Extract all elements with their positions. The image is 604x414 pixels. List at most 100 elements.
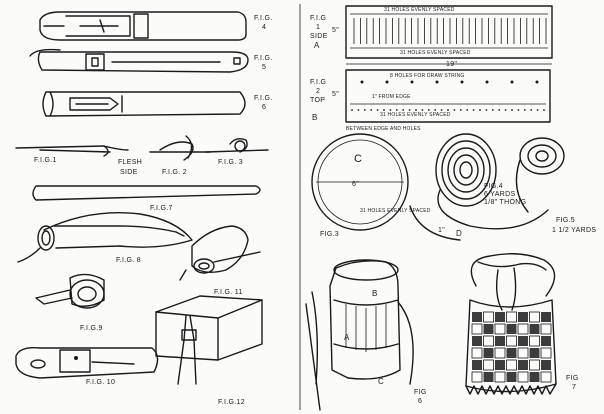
circle-dim-label: 6" (352, 181, 359, 188)
weave-square (506, 311, 517, 323)
lacing-hole (415, 109, 417, 111)
fig5-belt-strap (29, 48, 249, 73)
weave-square (529, 348, 540, 358)
fig6-label: F.I.G. (254, 95, 273, 102)
weave-square (518, 312, 528, 322)
lacing-hole (402, 109, 405, 111)
right-fig1-side: SIDE (310, 33, 328, 40)
fig4-right-label: FIG.4 (484, 183, 503, 190)
fig7-label: F.I.G.7 (150, 205, 173, 212)
weave-square (517, 323, 529, 335)
width-19-label: 19" (446, 61, 457, 68)
right-fig1-dim: 5" (332, 27, 339, 34)
fig1-label: F.I.G.1 (34, 157, 57, 164)
weave-square (529, 335, 540, 347)
weave-square (495, 360, 505, 370)
fig3-strap-end (205, 137, 269, 153)
fig6-right-number: 6 (418, 398, 422, 405)
fig7-leather-strip (32, 185, 261, 201)
drawstring-hole (510, 80, 514, 84)
weave-square (483, 311, 494, 323)
fig5-yards-label: 1 1/2 YARDS (552, 227, 596, 234)
lacing-hole (453, 109, 456, 111)
weave-square (471, 371, 483, 383)
weave-square (540, 347, 552, 359)
flesh-label: FLESH (118, 159, 142, 166)
right-fig1-label: F.I.G (310, 15, 326, 22)
lacing-hole (363, 109, 366, 111)
fig7-right-label: FIG (566, 375, 579, 382)
fig5-label: F.I.G. (254, 55, 273, 62)
lacing-hole (389, 109, 392, 111)
fig8-rolled-leather (17, 212, 193, 263)
weave-square (471, 347, 483, 359)
lacing-hole (543, 109, 545, 111)
fig8-label: F.I.G. 8 (116, 257, 141, 264)
weave-square (494, 371, 506, 383)
fig3-label: F.I.G. 3 (218, 159, 243, 166)
lacing-hole (466, 109, 469, 111)
fig10-label: F.I.G. 10 (86, 379, 115, 386)
fig1-side-panel (345, 5, 553, 59)
fig5-thong-roll (515, 137, 565, 213)
right-fig2-number: 2 (316, 88, 320, 95)
weave-square (483, 372, 494, 382)
weave-square (506, 372, 517, 382)
side-label: SIDE (120, 169, 138, 176)
weave-square (506, 348, 517, 358)
weave-square (529, 324, 540, 334)
fig9-mallet (35, 273, 105, 309)
weave-square (518, 336, 528, 346)
weave-square (529, 372, 540, 382)
drawstring-hole (535, 80, 539, 84)
fig12-box (155, 295, 263, 385)
fig6-a-label: A (344, 333, 350, 342)
lacing-hole (427, 109, 430, 111)
fig4-label: F.I.G. (254, 15, 273, 22)
weave-square (517, 371, 529, 383)
fig12-label: F.I.G.12 (218, 399, 245, 406)
fig4-one-inch: 1" (438, 227, 445, 234)
drawstring-hole (410, 80, 414, 84)
lacing-hole (395, 109, 398, 111)
fig10-belt-loop (15, 346, 159, 379)
weave-square (517, 347, 529, 359)
fig6-c-label: C (378, 377, 384, 386)
right-fig2-top: TOP (310, 97, 325, 104)
right-fig2-label: F.I.G (310, 79, 326, 86)
weave-square (540, 371, 552, 383)
fig4-belt-buckle (39, 11, 247, 41)
right-fig1-a: A (314, 41, 320, 50)
lacing-hole (498, 109, 501, 111)
weave-square (540, 323, 552, 335)
from-edge-label: 1" FROM EDGE (372, 94, 411, 100)
holes-mid-label: 31 HOLES EVENLY SPACED (400, 50, 471, 56)
fig4-d-label: D (456, 229, 462, 238)
lacing-hole (511, 109, 513, 111)
weave-square (506, 324, 517, 334)
weave-square (472, 312, 482, 322)
fig11-label: F.I.G. 11 (214, 289, 243, 296)
lacing-hole (523, 109, 526, 111)
right-fig2-b: B (312, 113, 317, 122)
fig4-thong-label: 1/8" THONG (484, 199, 526, 206)
holes-top-label: 31 HOLES EVENLY SPACED (384, 7, 455, 13)
lacing-hole (459, 109, 462, 111)
drawstring-label: 8 HOLES FOR DRAW STRING (390, 73, 464, 79)
lacing-hole (491, 109, 494, 111)
circle-c-label: C (354, 153, 362, 165)
lacing-hole (479, 109, 481, 111)
weave-square (494, 323, 506, 335)
lacing-hole (370, 109, 373, 111)
lacing-hole (357, 109, 360, 111)
fig4-yards-label: 6 YARDS (484, 191, 515, 198)
weave-square (541, 336, 551, 346)
lacing-hole (351, 109, 353, 111)
weave-square (495, 312, 505, 322)
fig7-right-number: 7 (572, 384, 576, 391)
weave-square (483, 324, 494, 334)
fig3-circle-base (311, 133, 409, 231)
drawstring-hole (360, 80, 364, 84)
fig5-number: 5 (262, 64, 266, 71)
